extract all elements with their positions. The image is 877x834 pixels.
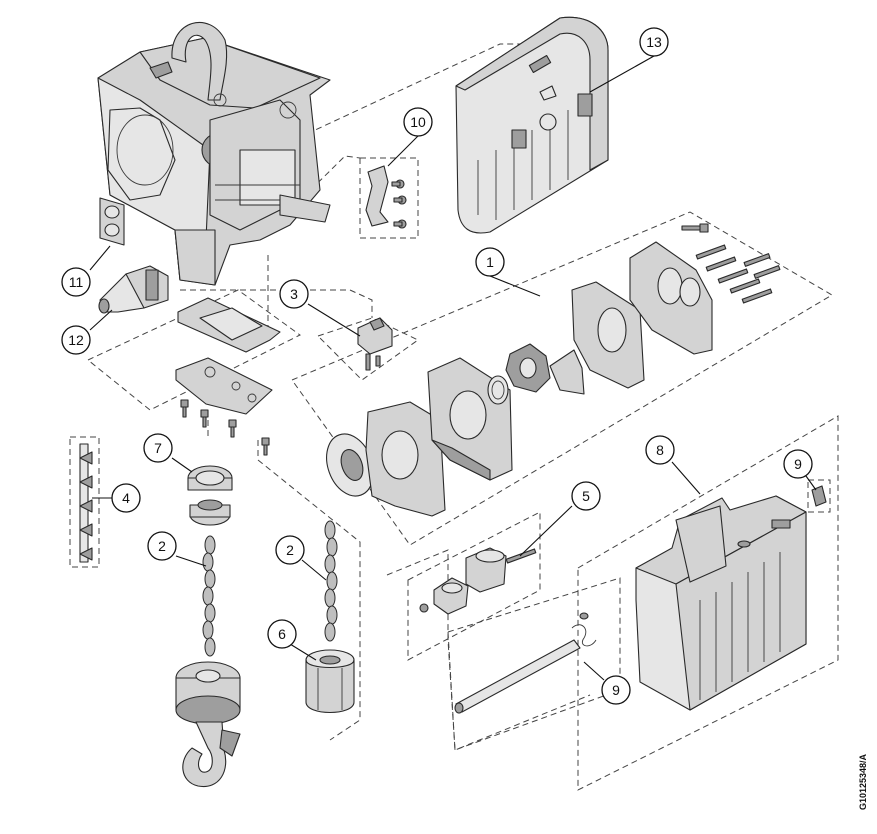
callout-4: 4: [111, 483, 141, 513]
callout-11: 11: [61, 267, 91, 297]
callout-7: 7: [143, 433, 173, 463]
callout-3: 3: [279, 279, 309, 309]
callout-13: 13: [639, 27, 669, 57]
callout-6: 6: [267, 619, 297, 649]
callout-8: 8: [645, 435, 675, 465]
callout-10: 10: [403, 107, 433, 137]
clip-9: [811, 485, 827, 507]
chain-guide-4: [79, 443, 93, 563]
callout-label: 8: [656, 442, 664, 458]
callout-5: 5: [571, 481, 601, 511]
limit-switch-3: [357, 317, 393, 371]
callout-9a: 9: [783, 449, 813, 479]
hoist-housing: [97, 22, 331, 286]
callout-label: 9: [794, 456, 802, 472]
load-chain-left: [202, 535, 216, 657]
cable-gland-12: [98, 265, 169, 314]
callout-label: 2: [158, 538, 166, 554]
document-id: G10125348/A: [858, 753, 868, 810]
group-5-outline: [407, 511, 541, 661]
chain-container-6: [305, 649, 355, 713]
callout-9b: 9: [601, 675, 631, 705]
clamp-group-5: [419, 547, 537, 615]
sprocket-7: [187, 465, 233, 526]
callout-label: 4: [122, 490, 130, 506]
callout-label: 5: [582, 488, 590, 504]
callout-label: 9: [612, 682, 620, 698]
callout-2b: 2: [275, 535, 305, 565]
callout-label: 3: [290, 286, 298, 302]
callout-label: 1: [486, 254, 494, 270]
group-4-outline: [69, 436, 100, 568]
callout-1: 1: [475, 247, 505, 277]
cover-13: [455, 16, 609, 234]
gasket-11: [99, 197, 125, 246]
bracket-10: [365, 165, 407, 229]
callout-label: 2: [286, 542, 294, 558]
callout-label: 13: [646, 34, 662, 50]
guide-plates: [175, 297, 281, 415]
bottom-hook-block: [175, 661, 241, 788]
callout-label: 11: [69, 274, 84, 290]
plate-screws: [180, 399, 270, 456]
callout-label: 12: [68, 332, 84, 348]
callout-label: 7: [154, 440, 162, 456]
group-10-outline: [359, 157, 419, 239]
callout-2a: 2: [147, 531, 177, 561]
motor-housing-8: [635, 495, 807, 711]
callout-12: 12: [61, 325, 91, 355]
group-9a-outline: [807, 479, 831, 513]
group-8-outline: [577, 415, 839, 791]
shaft-9: [454, 612, 597, 714]
callout-label: 6: [278, 626, 286, 642]
leader-lines: [89, 55, 817, 681]
load-chain-right: [324, 520, 338, 642]
gearbox-group-1: [326, 223, 781, 517]
callout-label: 10: [410, 114, 426, 130]
